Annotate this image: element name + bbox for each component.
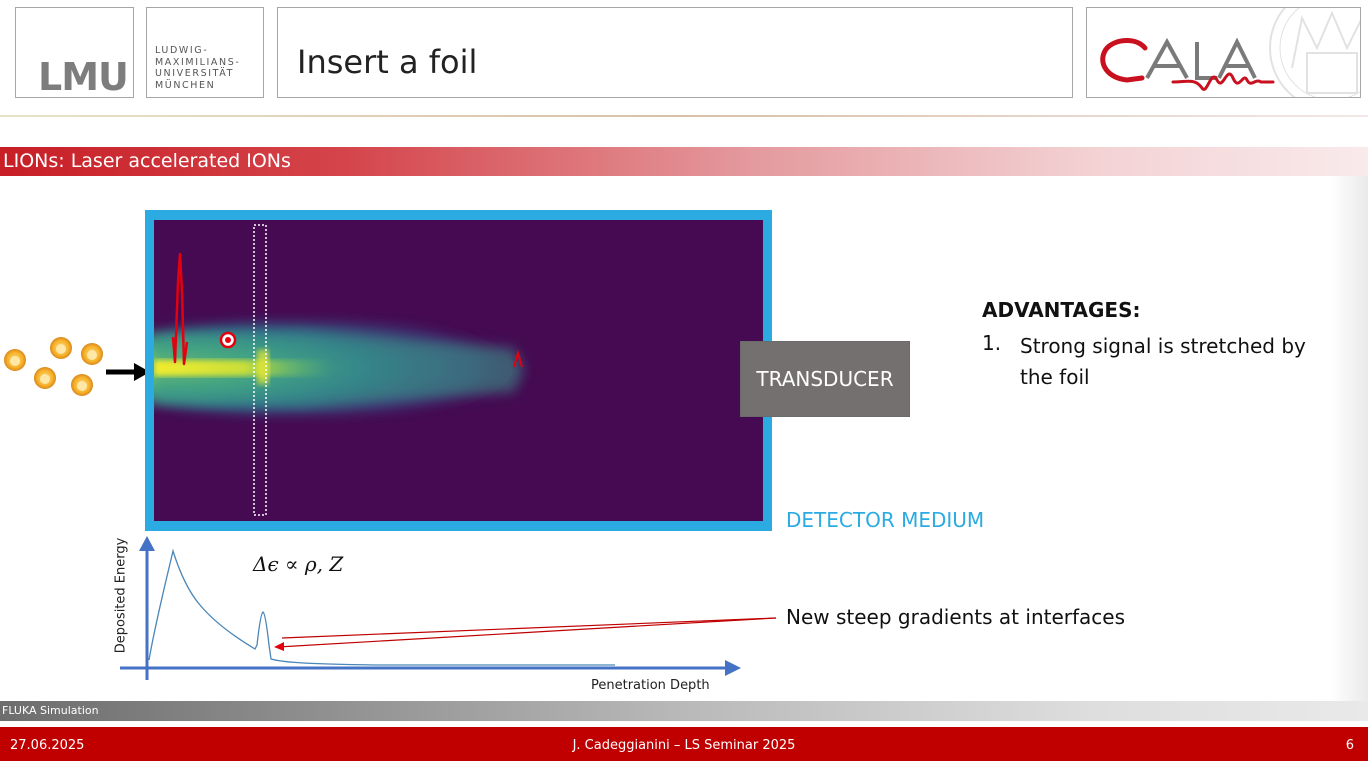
page-number: 6 [1345, 738, 1354, 753]
annotation-arrows [274, 617, 777, 651]
foil-outline [253, 224, 267, 516]
acoustic-signal-icon [171, 252, 189, 366]
ion-lions-icon [4, 337, 103, 396]
fluka-label: FLUKA Simulation [2, 704, 99, 717]
right-shade [1330, 176, 1368, 701]
formula: Δϵ ∝ ρ, Z [253, 552, 344, 576]
header-rule [0, 115, 1368, 117]
transducer: TRANSDUCER [740, 341, 910, 417]
university-name: LUDWIG- MAXIMILIANS- UNIVERSITÄT MÜNCHEN [155, 45, 241, 91]
advantages-title: ADVANTAGES: [982, 298, 1141, 322]
bragg-peak-marker-icon [219, 331, 237, 349]
beam-arrow-icon [106, 363, 150, 381]
advantage-item-number: 1. [982, 331, 1002, 355]
x-axis-label: Penetration Depth [591, 678, 710, 693]
fluka-bar: FLUKA Simulation [0, 701, 1368, 721]
cala-logo-graphic [1100, 8, 1360, 97]
gradients-annotation: New steep gradients at interfaces [786, 605, 1126, 629]
advantage-item-text: Strong signal is stretched by the foil [1020, 334, 1306, 389]
university-name-box: LUDWIG- MAXIMILIANS- UNIVERSITÄT MÜNCHEN [146, 7, 264, 98]
footer-date: 27.06.2025 [10, 738, 85, 753]
section-bar: LIONs: Laser accelerated IONs [0, 147, 1368, 176]
cala-logo [1086, 7, 1361, 98]
footer-presenter: J. Cadeggianini – LS Seminar 2025 [572, 738, 796, 753]
detector-medium [154, 220, 763, 521]
lmu-logo-text: LMU [38, 55, 129, 99]
detector-medium-label: DETECTOR MEDIUM [786, 508, 985, 532]
detector-frame [145, 210, 772, 531]
section-title: LIONs: Laser accelerated IONs [3, 150, 291, 172]
footer: 27.06.2025 J. Cadeggianini – LS Seminar … [0, 727, 1368, 761]
lmu-logo: LMU [15, 7, 134, 98]
y-axis-label: Deposited Energy [113, 537, 129, 654]
small-signal-icon [513, 349, 523, 368]
title-box: Insert a foil [277, 7, 1073, 98]
dose-distribution [154, 322, 544, 414]
slide-title: Insert a foil [297, 43, 478, 81]
deposited-energy-plot [120, 536, 741, 680]
